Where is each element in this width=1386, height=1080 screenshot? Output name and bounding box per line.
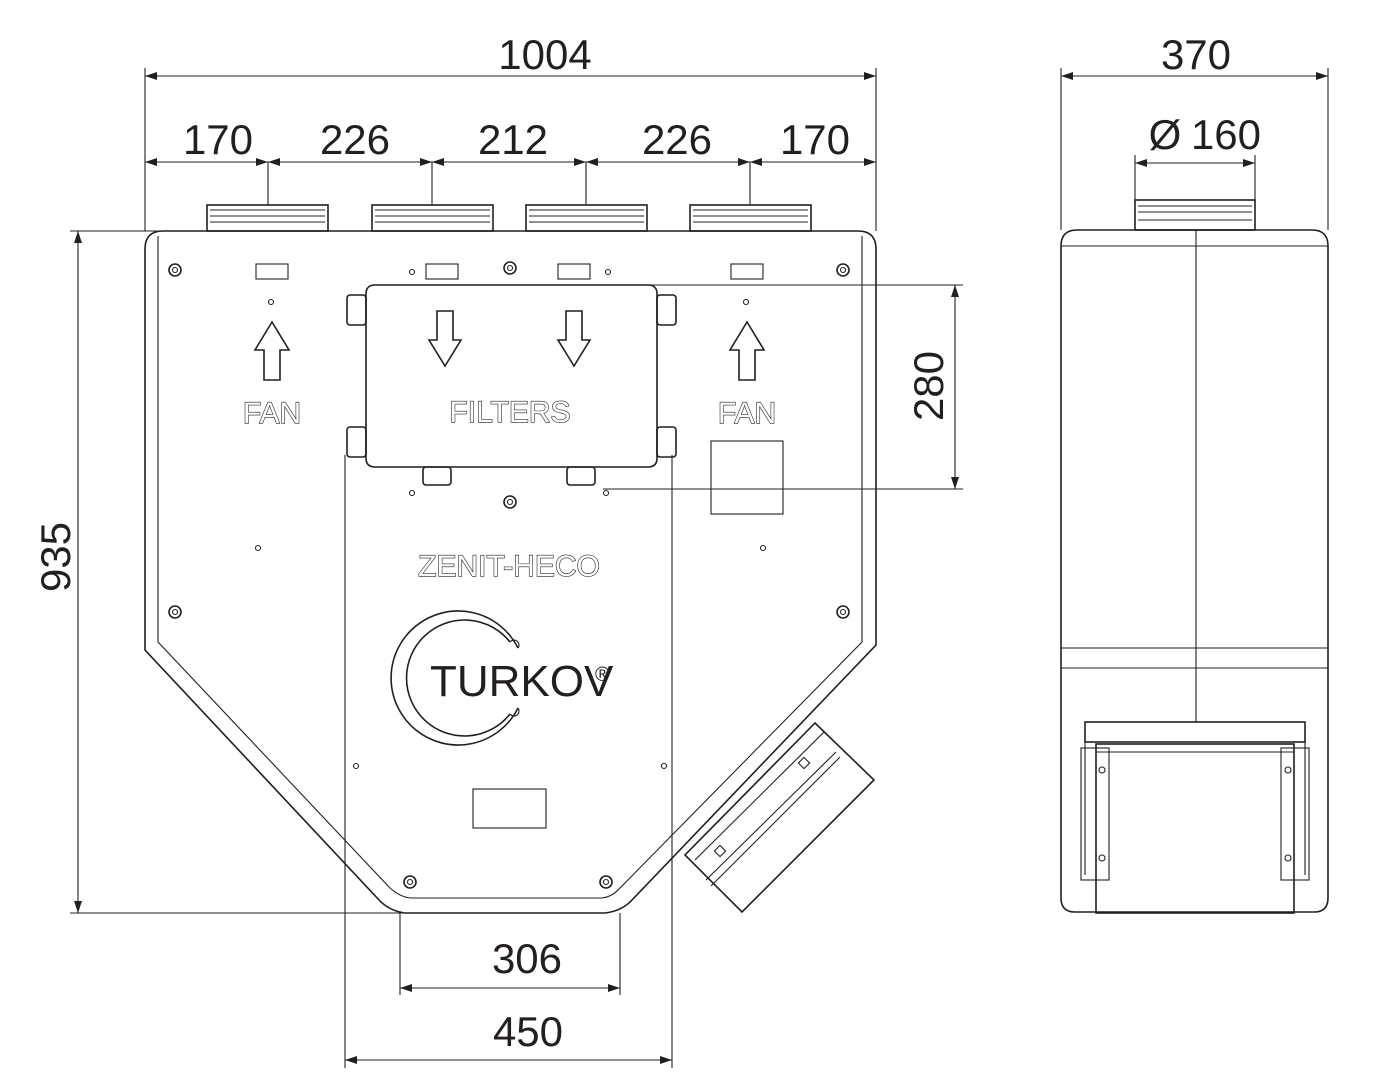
filters-label: FILTERS — [449, 396, 570, 429]
label-plate — [557, 263, 591, 280]
registered-mark: ® — [595, 664, 610, 686]
filter-cover-tabs — [346, 294, 677, 486]
dimension-lines — [70, 68, 963, 1068]
dim-filter-height: 280 — [905, 351, 952, 421]
label-plate — [425, 263, 459, 280]
fan-arrow-up-icon — [728, 320, 766, 381]
dim-segment-1: 170 — [183, 116, 253, 163]
housing-outline — [144, 230, 877, 914]
dim-segment-3: 212 — [478, 116, 548, 163]
dim-segment-5: 170 — [780, 116, 850, 163]
housing-inner-outline — [157, 236, 863, 899]
bypass-duct — [683, 721, 876, 914]
duct-spigot-3 — [525, 204, 648, 232]
small-holes — [254, 268, 767, 770]
turkov-logo: TURKOV ® — [390, 610, 614, 746]
fan-left-label: FAN — [243, 397, 301, 430]
filter-arrow-down-icon — [556, 310, 592, 368]
dim-bottom-outer: 450 — [493, 1008, 563, 1055]
duct-spigot-2 — [371, 204, 494, 232]
side-dimension-lines — [1060, 68, 1329, 230]
brand-text: TURKOV — [430, 657, 614, 706]
front-view: FAN FILTERS FAN ZENIT-HECO TURKOV ® — [32, 31, 963, 1068]
bottom-hatch — [472, 788, 547, 829]
side-housing-outline — [1060, 229, 1329, 913]
dim-overall-height: 935 — [32, 522, 79, 592]
dim-overall-width: 1004 — [498, 31, 591, 78]
fan-arrow-up-icon — [253, 320, 291, 381]
dim-duct-diameter: 160 — [1191, 111, 1261, 158]
screws — [168, 261, 850, 889]
label-plate — [255, 263, 289, 280]
model-label: ZENIT-HECO — [418, 550, 600, 583]
label-plate — [730, 263, 764, 280]
dim-bottom-inner: 306 — [492, 935, 562, 982]
fan-right-label: FAN — [718, 397, 776, 430]
dim-side-width: 370 — [1161, 31, 1231, 78]
side-duct-spigot — [1134, 199, 1256, 231]
diameter-symbol: Ø — [1149, 111, 1182, 158]
access-hatch — [710, 440, 784, 515]
dim-segment-2: 226 — [320, 116, 390, 163]
side-bypass-module — [1080, 721, 1310, 914]
front-panel — [344, 455, 673, 1060]
duct-spigot-4 — [689, 204, 812, 232]
filter-cover — [365, 284, 658, 468]
filter-arrow-down-icon — [427, 310, 463, 368]
duct-spigot-1 — [206, 204, 329, 232]
dim-segment-4: 226 — [642, 116, 712, 163]
side-view: 370 Ø 160 — [1060, 31, 1329, 914]
